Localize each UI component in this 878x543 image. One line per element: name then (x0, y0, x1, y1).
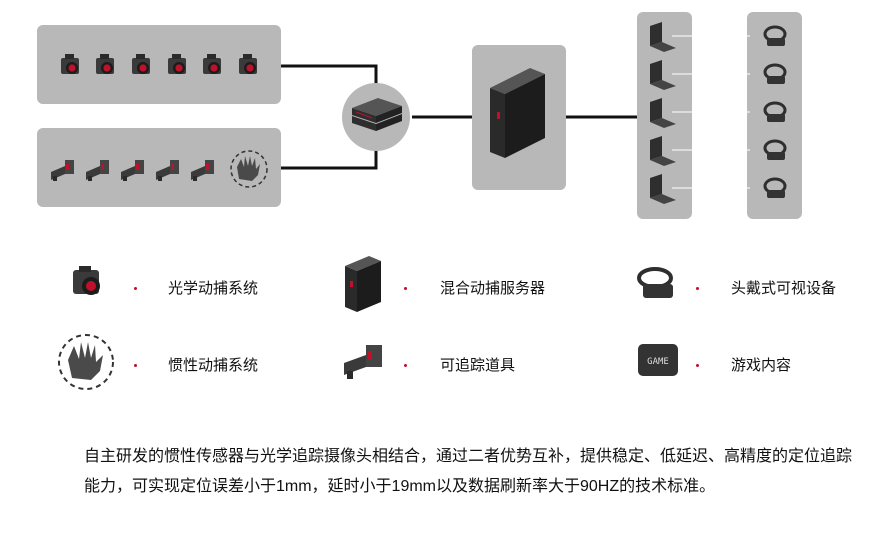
inertial-panel (37, 128, 281, 207)
description-text: 自主研发的惯性传感器与光学追踪摄像头相结合，通过二者优势互补，提供稳定、低延迟、… (84, 448, 853, 495)
wireless-links (672, 35, 750, 189)
system-diagram (37, 12, 802, 219)
tracked-prop-row (51, 150, 268, 188)
connection-lines (281, 64, 637, 170)
server-icon (490, 68, 545, 158)
network-switch (342, 83, 410, 151)
optical-camera-panel (37, 25, 281, 104)
inertial-glove-icon (230, 150, 268, 188)
